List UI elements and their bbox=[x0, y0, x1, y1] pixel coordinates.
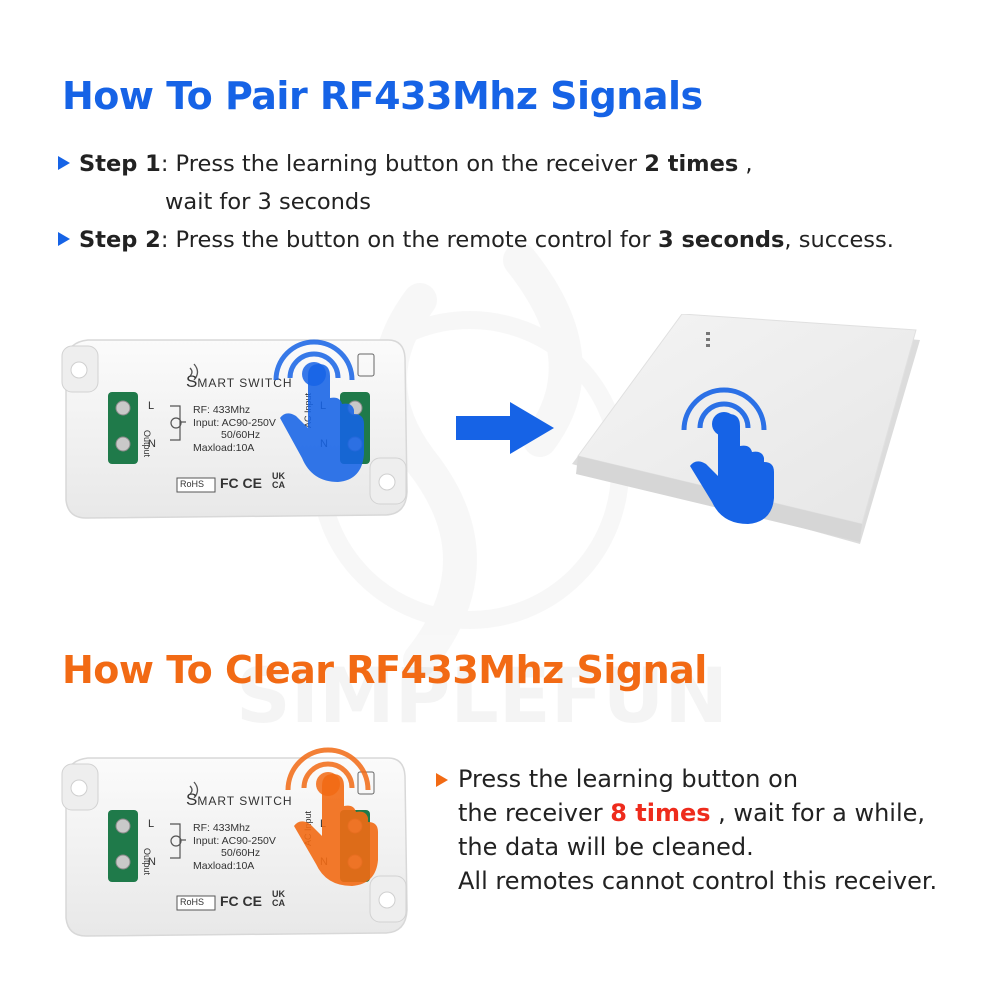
rohs-badge: RoHS bbox=[180, 479, 205, 489]
smart-switch-receiver-clear: SMART SWITCH RF: 433Mhz Input: AC90-250V… bbox=[58, 750, 410, 940]
cert-marks: FC CE bbox=[220, 893, 262, 909]
output-label: Output bbox=[142, 848, 152, 876]
clear-line-4: All remotes cannot control this receiver… bbox=[458, 867, 938, 895]
pair-step-2: Step 2: Press the button on the remote c… bbox=[58, 222, 894, 259]
clear-line-1: Press the learning button on bbox=[458, 765, 799, 793]
step-2-tail: , success. bbox=[784, 227, 894, 253]
device-name-initial: S bbox=[186, 790, 198, 809]
device-specs: RF: 433Mhz Input: AC90-250V 50/60Hz Maxl… bbox=[193, 822, 276, 872]
clear-line-2-post: , wait for a while, bbox=[710, 799, 926, 827]
left-n-label: N bbox=[148, 438, 156, 450]
device-maxload: Maxload:10A bbox=[193, 859, 255, 872]
bullet-arrow-icon bbox=[58, 232, 70, 246]
step-1-text: : Press the learning button on the recei… bbox=[160, 151, 645, 177]
tap-hand-icon bbox=[273, 339, 364, 482]
bullet-arrow-icon bbox=[58, 156, 70, 170]
device-maxload: Maxload:10A bbox=[193, 441, 255, 454]
pair-step-1: Step 1: Press the learning button on the… bbox=[58, 146, 753, 183]
left-n-label: N bbox=[148, 856, 156, 868]
device-name-rest: MART SWITCH bbox=[197, 794, 293, 808]
device-rf: RF: 433Mhz bbox=[193, 404, 251, 416]
device-name: SMART SWITCH bbox=[186, 372, 293, 392]
device-input: Input: AC90-250V bbox=[193, 416, 276, 429]
clear-line-2: the receiver 8 times , wait for a while, bbox=[436, 796, 937, 830]
rohs-badge: RoHS bbox=[180, 897, 205, 907]
device-freq: 50/60Hz bbox=[221, 429, 261, 441]
step-1-label: Step 1 bbox=[79, 151, 161, 177]
tap-hand-icon bbox=[285, 747, 378, 886]
clear-line-2-pre: the receiver bbox=[458, 799, 611, 827]
device-specs: RF: 433Mhz Input: AC90-250V 50/60Hz Maxl… bbox=[193, 404, 276, 454]
step-1-emphasis: 2 times bbox=[644, 151, 739, 177]
device-freq: 50/60Hz bbox=[221, 847, 261, 859]
step-2-text: : Press the button on the remote control… bbox=[160, 227, 658, 253]
clear-line-3: the data will be cleaned. bbox=[458, 833, 754, 861]
device-name-initial: S bbox=[186, 372, 198, 391]
device-rf: RF: 433Mhz bbox=[193, 822, 251, 834]
ukca-mark: UK CA bbox=[272, 889, 285, 908]
cert-marks: FC CE bbox=[220, 475, 262, 491]
tap-hand-icon bbox=[681, 387, 774, 524]
left-l-label: L bbox=[148, 400, 155, 412]
clear-title: How To Clear RF433Mhz Signal bbox=[62, 648, 707, 692]
right-arrow-icon bbox=[456, 402, 554, 454]
left-l-label: L bbox=[148, 818, 155, 830]
device-name-rest: MART SWITCH bbox=[197, 376, 293, 390]
device-name: SMART SWITCH bbox=[186, 790, 293, 810]
output-label: Output bbox=[142, 430, 152, 458]
clear-instructions: Press the learning button on the receive… bbox=[436, 762, 937, 898]
ukca-mark: UK CA bbox=[272, 471, 285, 490]
bullet-arrow-icon bbox=[436, 773, 448, 787]
pair-title: How To Pair RF433Mhz Signals bbox=[62, 74, 703, 118]
device-input: Input: AC90-250V bbox=[193, 834, 276, 847]
step-1-tail: , bbox=[738, 151, 753, 177]
clear-line-2-emphasis: 8 times bbox=[610, 799, 711, 827]
step-2-label: Step 2 bbox=[79, 227, 161, 253]
step-2-emphasis: 3 seconds bbox=[657, 227, 785, 253]
pair-step-1-line-2: wait for 3 seconds bbox=[165, 189, 371, 215]
